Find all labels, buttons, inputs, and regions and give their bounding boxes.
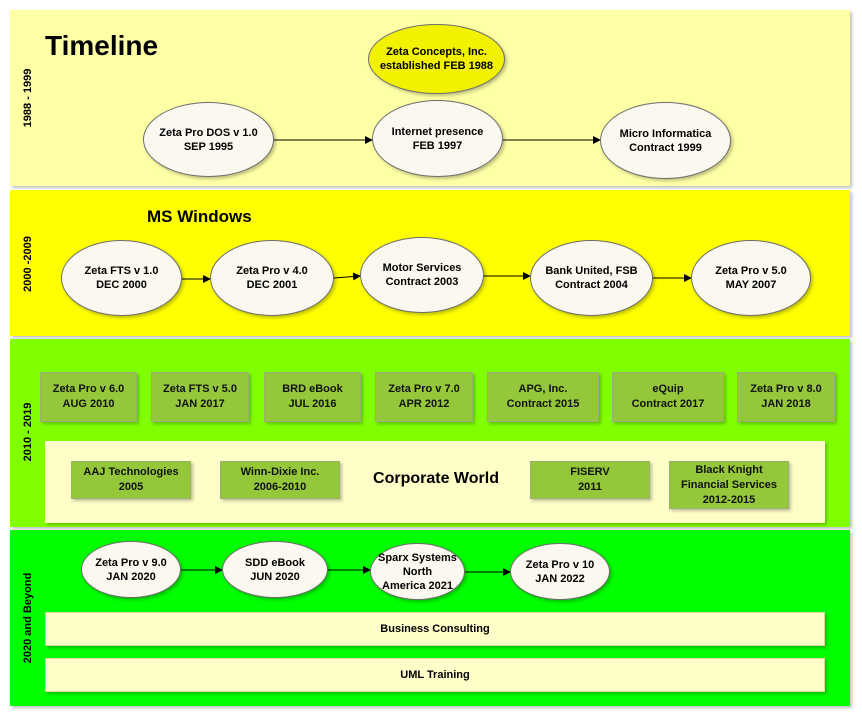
bar-uml-training: UML Training xyxy=(45,658,825,692)
box-aaj-technologies: AAJ Technologies 2005 xyxy=(71,461,191,499)
node-zeta-pro-5: Zeta Pro v 5.0 MAY 2007 xyxy=(691,240,811,316)
node-micro-informatica: Micro Informatica Contract 1999 xyxy=(600,102,731,179)
node-zeta-fts-1: Zeta FTS v 1.0 DEC 2000 xyxy=(61,240,182,316)
node-zeta-pro-9: Zeta Pro v 9.0 JAN 2020 xyxy=(81,541,181,598)
box-apg-inc: APG, Inc. Contract 2015 xyxy=(487,372,599,422)
node-motor-services: Motor Services Contract 2003 xyxy=(360,237,484,313)
arrow-pro4-to-motor xyxy=(333,272,361,281)
box-zeta-pro-7: Zeta Pro v 7.0 APR 2012 xyxy=(375,372,473,422)
node-sparx-systems: Sparx Systems North America 2021 xyxy=(370,543,465,600)
box-zeta-pro-6: Zeta Pro v 6.0 AUG 2010 xyxy=(40,372,137,422)
box-black-knight: Black Knight Financial Services 2012-201… xyxy=(669,461,789,509)
box-brd-ebook: BRD eBook JUL 2016 xyxy=(264,372,361,422)
node-zeta-concepts: Zeta Concepts, Inc. established FEB 1988 xyxy=(368,24,505,94)
corporate-world-label: Corporate World xyxy=(373,470,499,487)
box-zeta-pro-8: Zeta Pro v 8.0 JAN 2018 xyxy=(737,372,835,422)
box-fiserv: FISERV 2011 xyxy=(530,461,650,499)
node-sdd-ebook: SDD eBook JUN 2020 xyxy=(222,541,328,598)
node-bank-united: Bank United, FSB Contract 2004 xyxy=(530,240,653,316)
node-zeta-pro-dos: Zeta Pro DOS v 1.0 SEP 1995 xyxy=(143,102,274,177)
node-zeta-pro-4: Zeta Pro v 4.0 DEC 2001 xyxy=(210,240,334,316)
box-equip: eQuip Contract 2017 xyxy=(612,372,724,422)
bar-business-consulting: Business Consulting xyxy=(45,612,825,646)
node-zeta-pro-10: Zeta Pro v 10 JAN 2022 xyxy=(510,543,610,600)
page-title: Timeline xyxy=(45,30,159,61)
node-internet-presence: Internet presence FEB 1997 xyxy=(372,100,503,177)
ms-windows-heading: MS Windows xyxy=(147,207,252,226)
box-winn-dixie: Winn-Dixie Inc. 2006-2010 xyxy=(220,461,340,499)
box-zeta-fts-5: Zeta FTS v 5.0 JAN 2017 xyxy=(151,372,249,422)
